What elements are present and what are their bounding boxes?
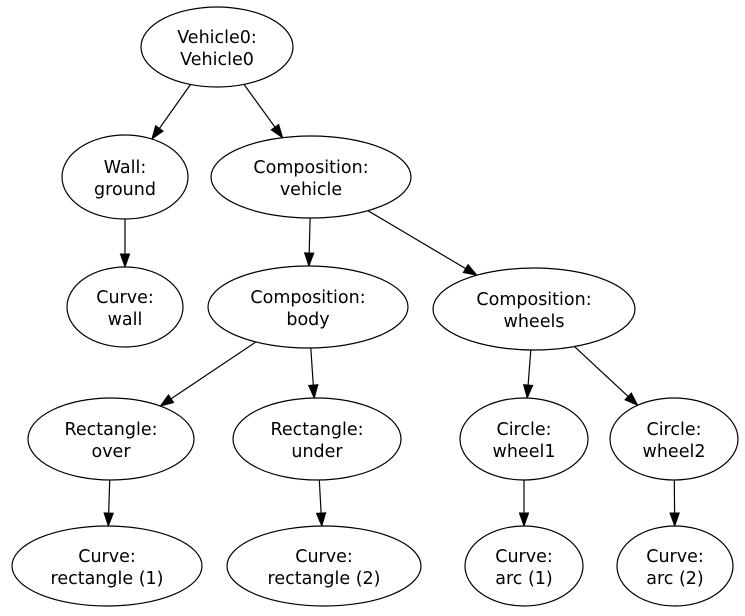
- edge-composition-vehicle-composition-wheels: [367, 210, 479, 276]
- node-ellipse: [464, 525, 584, 607]
- node-label: Rectangle:over: [64, 420, 157, 462]
- node-label: Composition:wheels: [476, 290, 591, 332]
- node-label: Circle:wheel2: [643, 420, 706, 462]
- node-curve-arc-1: Curve:arc (1): [464, 525, 584, 607]
- node-circle-wheel1: Circle:wheel1: [459, 397, 589, 481]
- node-curve-wall: Curve:wall: [66, 266, 184, 348]
- edge-arrowhead: [103, 512, 115, 528]
- node-ellipse: [226, 525, 422, 607]
- edge-composition-wheels-circle-wheel1: [522, 349, 534, 400]
- node-label: Composition:vehicle: [253, 158, 368, 200]
- node-ellipse: [11, 525, 203, 607]
- node-label: Wall:ground: [94, 158, 156, 200]
- node-composition-body: Composition:body: [207, 265, 409, 349]
- edge-line: [527, 349, 532, 386]
- edge-arrowhead: [119, 253, 131, 269]
- node-label: Curve:arc (2): [646, 547, 704, 589]
- edge-arrowhead: [315, 512, 327, 528]
- edge-vehicle0-composition-vehicle: [243, 84, 284, 139]
- edge-circle-wheel2-curve-arc-2: [669, 479, 680, 528]
- node-vehicle0: Vehicle0:Vehicle0: [140, 6, 294, 88]
- node-ellipse: [210, 135, 412, 219]
- node-composition-wheels: Composition:wheels: [432, 267, 636, 351]
- edge-wall-ground-curve-wall: [119, 219, 131, 269]
- edge-arrowhead: [462, 263, 479, 276]
- edge-rectangle-over-curve-rectangle-1: [103, 479, 115, 528]
- node-rectangle-under: Rectangle:under: [232, 397, 402, 481]
- edge-line: [318, 479, 322, 514]
- edge-line: [310, 347, 314, 386]
- edge-line: [367, 210, 467, 270]
- node-ellipse: [61, 134, 189, 220]
- node-ellipse: [616, 525, 734, 607]
- node-rectangle-over: Rectangle:over: [27, 397, 195, 481]
- edge-line: [308, 217, 311, 254]
- edge-arrowhead: [624, 392, 639, 407]
- node-ellipse: [459, 397, 589, 481]
- node-composition-vehicle: Composition:vehicle: [210, 135, 412, 219]
- node-label: Composition:body: [250, 288, 365, 330]
- edge-line: [158, 84, 191, 129]
- node-ellipse: [66, 266, 184, 348]
- node-circle-wheel2: Circle:wheel2: [609, 397, 739, 481]
- node-curve-rectangle-1: Curve:rectangle (1): [11, 525, 203, 607]
- node-curve-rectangle-2: Curve:rectangle (2): [226, 525, 422, 607]
- node-label: Curve:wall: [96, 288, 154, 330]
- node-curve-arc-2: Curve:arc (2): [616, 525, 734, 607]
- node-label: Curve:rectangle (2): [268, 547, 381, 589]
- edge-vehicle0-wall-ground: [151, 84, 191, 141]
- edge-composition-body-rectangle-over: [159, 341, 257, 407]
- node-label: Circle:wheel1: [493, 420, 556, 462]
- edge-arrowhead: [669, 512, 680, 528]
- edge-arrowhead: [307, 384, 319, 400]
- edge-composition-wheels-circle-wheel2: [574, 346, 639, 407]
- edge-arrowhead: [270, 123, 284, 139]
- node-ellipse: [27, 397, 195, 481]
- edge-arrowhead: [303, 252, 315, 268]
- edge-line: [574, 346, 629, 397]
- edge-arrowhead: [518, 512, 530, 528]
- edge-composition-body-rectangle-under: [307, 347, 319, 400]
- edge-rectangle-under-curve-rectangle-2: [315, 479, 327, 528]
- edge-arrowhead: [159, 394, 175, 407]
- node-ellipse: [609, 397, 739, 481]
- node-ellipse: [207, 265, 409, 349]
- edge-composition-vehicle-composition-body: [303, 217, 315, 268]
- edge-circle-wheel1-curve-arc-1: [518, 480, 530, 528]
- node-label: Curve:rectangle (1): [51, 547, 164, 589]
- edge-line: [108, 479, 111, 514]
- edge-line: [170, 341, 257, 400]
- node-ellipse: [432, 267, 636, 351]
- node-ellipse: [232, 397, 402, 481]
- node-label: Rectangle:under: [270, 420, 363, 462]
- edge-arrowhead: [151, 124, 164, 141]
- edge-line: [243, 84, 276, 128]
- node-label: Curve:arc (1): [495, 547, 553, 589]
- node-ellipse: [140, 6, 294, 88]
- edge-arrowhead: [522, 384, 534, 400]
- node-label: Vehicle0:Vehicle0: [177, 28, 257, 70]
- node-wall-ground: Wall:ground: [61, 134, 189, 220]
